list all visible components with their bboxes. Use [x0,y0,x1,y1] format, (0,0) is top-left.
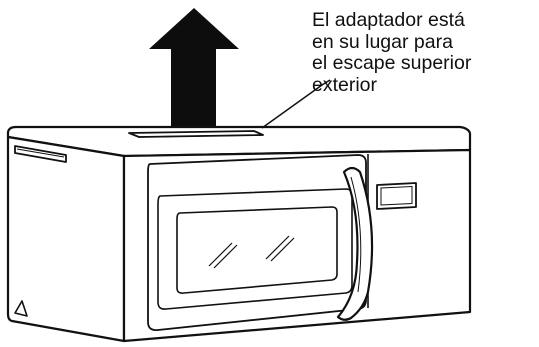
door-handle[interactable] [336,166,374,321]
callout-line-4: exterior [312,73,378,96]
microwave-side-panel [6,135,126,343]
callout-leader [261,79,331,129]
callout-line-2: en su lugar para [312,30,453,53]
callout-line-1: El adaptador está [312,9,465,31]
corner-triangle-icon [14,300,28,317]
callout-line-3: el escape superior [312,52,472,74]
side-vent-slot [14,145,67,163]
callout-label: El adaptador está en su lugar para el es… [312,9,534,96]
door-window [176,206,338,294]
display-window [376,182,417,210]
glass-reflection-marks [208,235,295,269]
up-arrow-icon [149,8,239,127]
microwave-top-panel [6,125,472,158]
